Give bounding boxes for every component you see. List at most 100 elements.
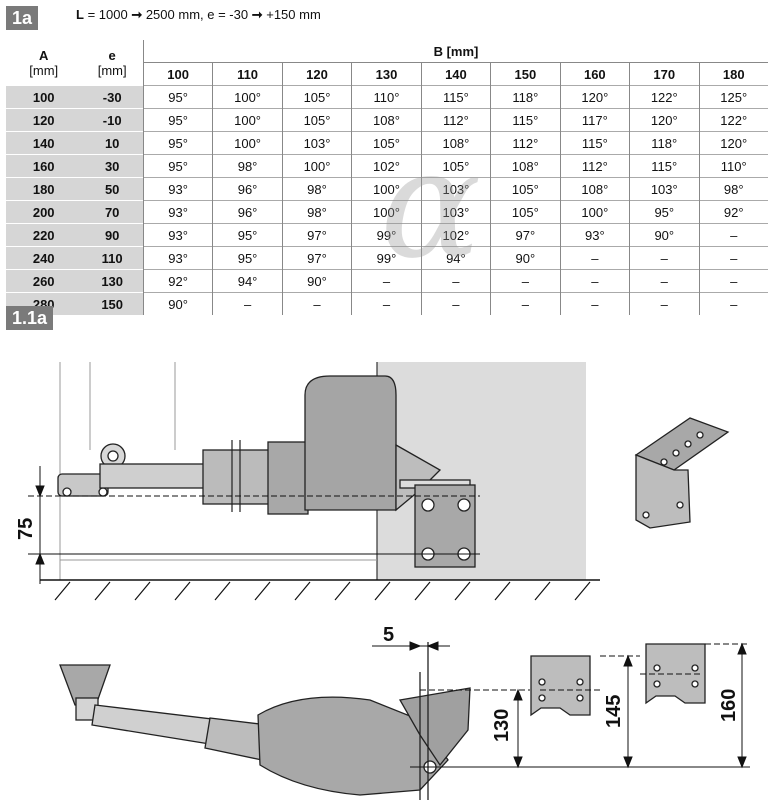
angle-cell: 98°	[212, 154, 283, 178]
angle-cell: 97°	[490, 223, 561, 247]
a-value: 260	[6, 269, 82, 293]
e-header: e[mm]	[81, 40, 144, 86]
e-range-end: +150 mm	[262, 7, 321, 22]
a-value: 220	[6, 223, 82, 247]
angle-cell: 100°	[212, 131, 283, 155]
arrow-icon: ➞	[131, 7, 143, 22]
angle-cell: –	[629, 246, 699, 270]
e-value: 30	[81, 154, 144, 178]
angle-cell: 92°	[698, 200, 768, 224]
angle-cell: –	[490, 292, 561, 315]
a-value: 120	[6, 108, 82, 132]
angle-cell: –	[420, 269, 491, 293]
table-badge: 1a	[6, 6, 39, 30]
angle-cell: 97°	[281, 246, 352, 270]
a-header: A[mm]	[6, 40, 82, 86]
a-header-label: A	[39, 47, 49, 63]
l-eq: = 1000	[83, 7, 132, 22]
angle-cell: –	[559, 292, 630, 315]
angle-cell: 98°	[698, 177, 768, 201]
column-header: 120	[281, 62, 352, 86]
angle-cell: –	[559, 246, 630, 270]
column-header: 110	[212, 62, 283, 86]
angle-cell: –	[351, 292, 422, 315]
e-header-unit: [mm]	[97, 62, 127, 78]
angle-cell: 95°	[142, 154, 213, 178]
column-header: 130	[351, 62, 422, 86]
angle-cell: –	[698, 292, 768, 315]
column-header: 180	[698, 62, 768, 86]
angle-cell: –	[420, 292, 491, 315]
e-value: 90	[81, 223, 144, 247]
a-value: 200	[6, 200, 82, 224]
a-value: 140	[6, 131, 82, 155]
angle-cell: 93°	[142, 223, 213, 247]
angle-cell: 110°	[351, 85, 422, 109]
angle-cell: 96°	[212, 177, 283, 201]
l-label: L	[76, 7, 84, 22]
angle-cell: –	[698, 223, 768, 247]
angle-cell: –	[351, 269, 422, 293]
angle-cell: 117°	[559, 108, 630, 132]
angle-cell: 90°	[142, 292, 213, 315]
angle-cell: 98°	[281, 177, 352, 201]
angle-cell: 95°	[629, 200, 699, 224]
e-value: -30	[81, 85, 144, 109]
a-value: 180	[6, 177, 82, 201]
b-header: B [mm]	[142, 40, 768, 63]
angle-cell: –	[559, 269, 630, 293]
angle-cell: 103°	[420, 200, 491, 224]
angle-cell: 115°	[490, 108, 561, 132]
angle-cell: 105°	[490, 200, 561, 224]
dim-145-label: 145	[603, 695, 625, 728]
angle-cell: 105°	[420, 154, 491, 178]
arrow-icon: ➞	[251, 7, 263, 22]
dim-75-label: 75	[15, 518, 37, 540]
angle-cell: 94°	[420, 246, 491, 270]
dimension-75	[28, 466, 480, 584]
angle-cell: 105°	[490, 177, 561, 201]
dimension-lines	[372, 641, 750, 769]
angle-cell: 95°	[142, 108, 213, 132]
angle-cell: 93°	[142, 200, 213, 224]
angle-cell: 105°	[351, 131, 422, 155]
angle-cell: 112°	[420, 108, 491, 132]
angle-cell: 95°	[212, 246, 283, 270]
a-value: 160	[6, 154, 82, 178]
angle-cell: 99°	[351, 246, 422, 270]
angle-cell: 100°	[351, 200, 422, 224]
dim-160-label: 160	[718, 689, 740, 722]
angle-cell: 95°	[142, 85, 213, 109]
e-value: -10	[81, 108, 144, 132]
angle-cell: 100°	[212, 85, 283, 109]
angle-cell: 102°	[420, 223, 491, 247]
angle-cell: 93°	[142, 246, 213, 270]
angle-cell: 110°	[698, 154, 768, 178]
e-value: 150	[81, 292, 144, 315]
angle-cell: 108°	[490, 154, 561, 178]
angle-cell: –	[281, 292, 352, 315]
angle-cell: 97°	[281, 223, 352, 247]
angle-cell: –	[490, 269, 561, 293]
e-value: 110	[81, 246, 144, 270]
angle-cell: 100°	[559, 200, 630, 224]
angle-cell: 115°	[629, 154, 699, 178]
angle-cell: 100°	[212, 108, 283, 132]
angle-cell: 90°	[629, 223, 699, 247]
e-value: 10	[81, 131, 144, 155]
angle-cell: 93°	[559, 223, 630, 247]
column-header: 150	[490, 62, 561, 86]
angle-cell: –	[698, 269, 768, 293]
watermark: α	[380, 118, 482, 292]
angle-cell: 103°	[420, 177, 491, 201]
angle-cell: 120°	[559, 85, 630, 109]
bracket-flats	[530, 643, 706, 717]
